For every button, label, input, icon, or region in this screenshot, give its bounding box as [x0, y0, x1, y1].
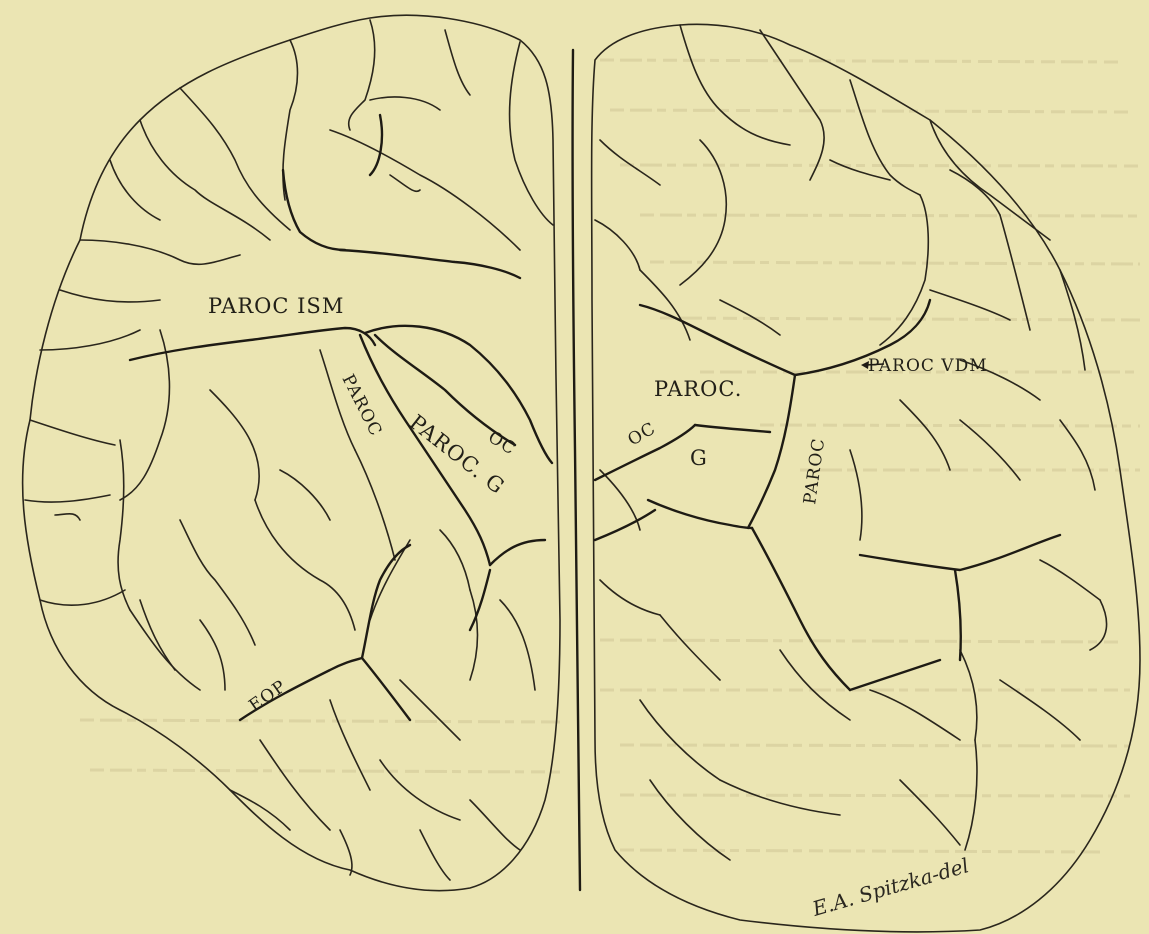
label-g-right: G	[690, 446, 708, 470]
left-hemisphere-outline	[23, 15, 560, 890]
label-paroc-ism: PAROC ISM	[208, 294, 344, 318]
label-oc-left: OC	[484, 427, 519, 459]
paroc-right-sulcus	[748, 375, 795, 528]
label-paroc-g-left: PAROC. G	[405, 410, 509, 499]
label-oc-right: OC	[625, 419, 660, 451]
left-hemisphere	[23, 15, 560, 890]
artist-signature: E.A. Spitzka-del	[809, 853, 972, 921]
label-paroc-left-vertical: PAROC	[338, 371, 386, 440]
longitudinal-fissure	[573, 50, 580, 890]
background-bleed-through	[80, 60, 1140, 852]
label-paroc-vdm: PAROC VDM	[868, 356, 988, 376]
label-paroc-right: PAROC.	[654, 377, 742, 401]
label-eop: EOP	[245, 676, 290, 716]
